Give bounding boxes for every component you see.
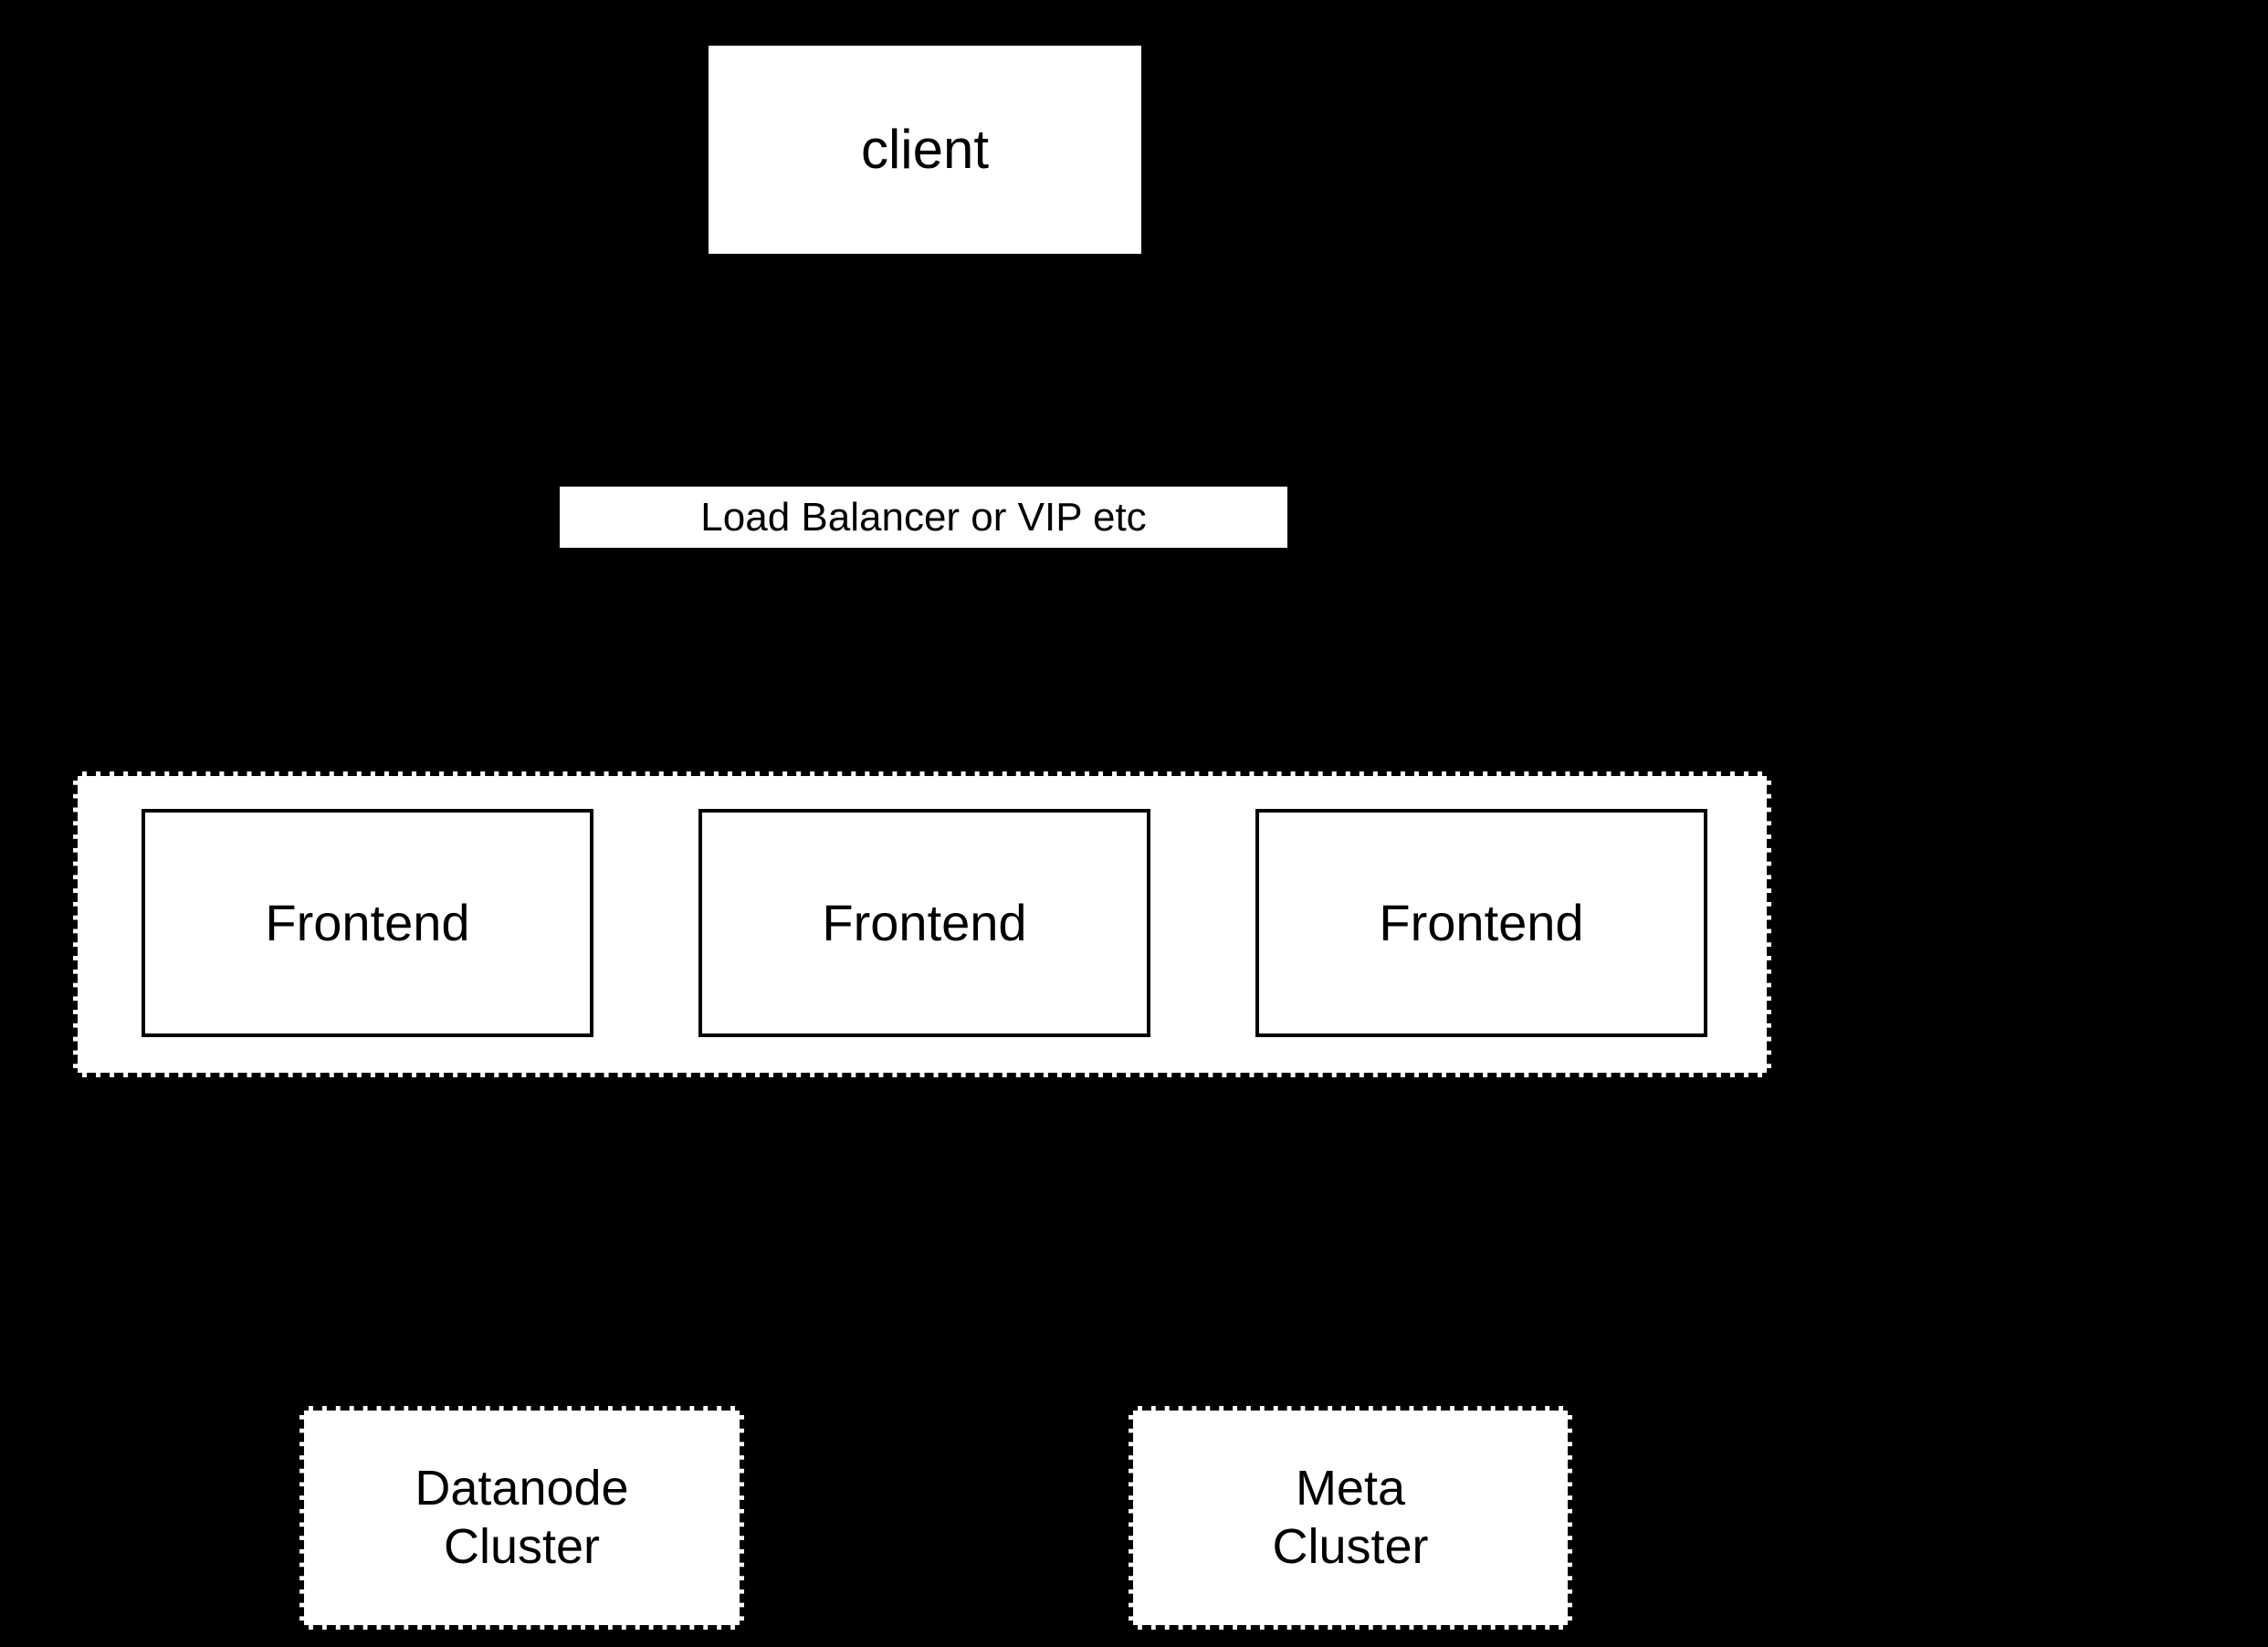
node-frontend-2-label: Frontend: [822, 893, 1027, 951]
node-datanode-cluster-label: Datanode Cluster: [415, 1460, 629, 1574]
node-client[interactable]: client: [709, 46, 1141, 254]
node-frontend-3[interactable]: Frontend: [1255, 809, 1707, 1037]
node-load-balancer-label: Load Balancer or VIP etc: [700, 494, 1147, 540]
node-datanode-cluster[interactable]: Datanode Cluster: [299, 1406, 744, 1630]
node-frontend-3-label: Frontend: [1379, 893, 1584, 951]
group-frontend-cluster[interactable]: Frontend Frontend Frontend: [73, 771, 1771, 1077]
node-meta-cluster-label: Meta Cluster: [1272, 1460, 1429, 1574]
node-meta-cluster[interactable]: Meta Cluster: [1129, 1406, 1572, 1630]
node-client-label: client: [860, 118, 990, 180]
node-load-balancer[interactable]: Load Balancer or VIP etc: [560, 487, 1287, 548]
node-frontend-2[interactable]: Frontend: [698, 809, 1150, 1037]
node-frontend-1[interactable]: Frontend: [142, 809, 593, 1037]
node-frontend-1-label: Frontend: [265, 893, 470, 951]
